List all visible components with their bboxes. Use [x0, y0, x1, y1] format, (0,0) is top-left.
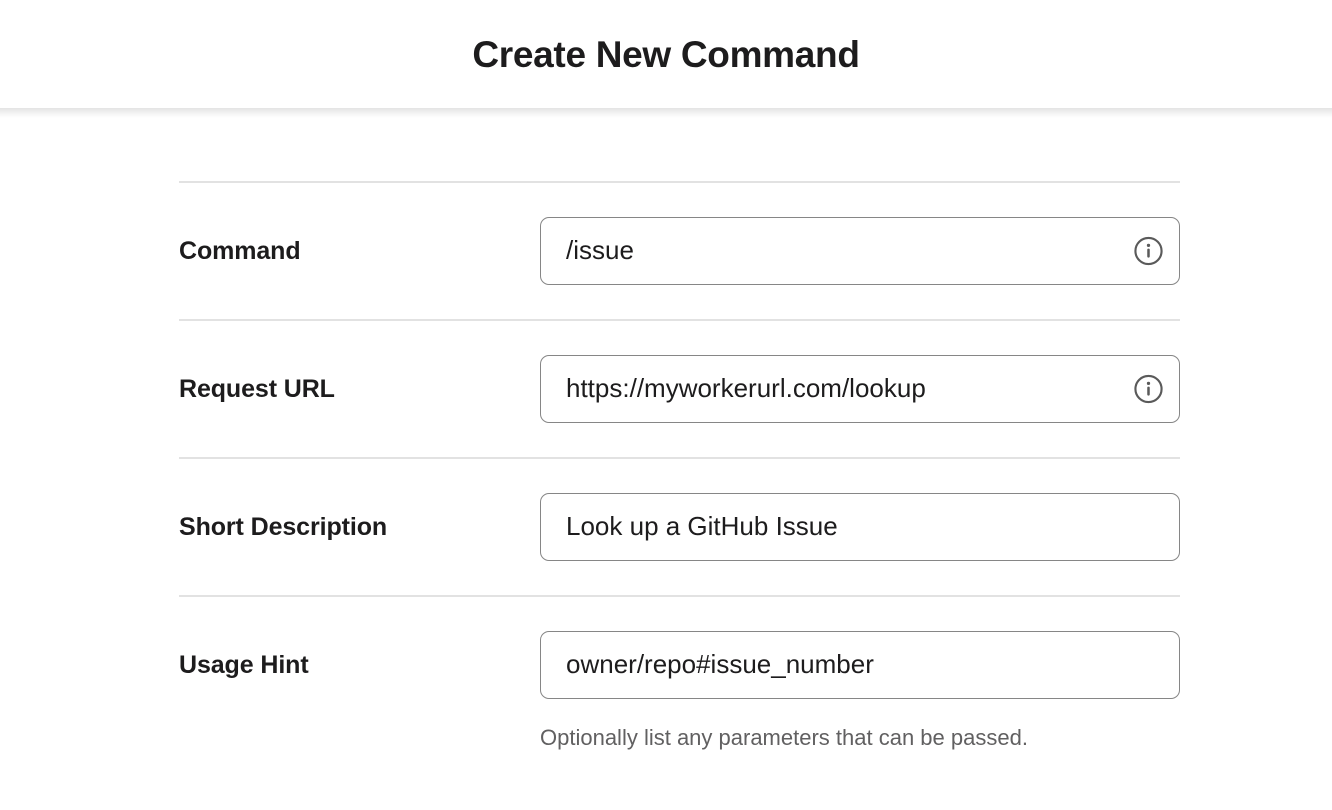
usage-hint-input-value: owner/repo#issue_number: [566, 649, 874, 680]
field-label-request-url: Request URL: [179, 375, 335, 403]
field-cell-short-description: Look up a GitHub Issue: [540, 493, 1180, 561]
command-input[interactable]: /issue: [540, 217, 1180, 285]
form-row-usage-hint: Usage Hint owner/repo#issue_number Optio…: [179, 597, 1180, 751]
page-title: Create New Command: [472, 33, 860, 75]
form-row-command: Command /issue: [179, 183, 1180, 319]
field-label-short-description: Short Description: [179, 513, 388, 541]
short-description-input-value: Look up a GitHub Issue: [566, 511, 838, 542]
label-cell-usage-hint: Usage Hint: [179, 631, 540, 699]
label-cell-request-url: Request URL: [179, 355, 540, 423]
info-icon[interactable]: [1133, 236, 1164, 267]
command-form: Command /issue Request URL: [0, 118, 1332, 751]
form-row-request-url: Request URL https://myworkerurl.com/look…: [179, 321, 1180, 457]
divider-after-command: [179, 319, 1180, 321]
field-label-command: Command: [179, 237, 301, 265]
usage-hint-input[interactable]: owner/repo#issue_number: [540, 631, 1180, 699]
page-header: Create New Command: [0, 0, 1332, 108]
label-cell-short-description: Short Description: [179, 493, 540, 561]
divider-top: [179, 181, 1180, 183]
field-label-usage-hint: Usage Hint: [179, 651, 309, 679]
field-cell-usage-hint: owner/repo#issue_number Optionally list …: [540, 631, 1180, 751]
info-icon[interactable]: [1133, 374, 1164, 405]
usage-hint-helper-text: Optionally list any parameters that can …: [540, 725, 1028, 750]
short-description-input[interactable]: Look up a GitHub Issue: [540, 493, 1180, 561]
command-input-value: /issue: [566, 235, 634, 266]
field-cell-command: /issue: [540, 217, 1180, 285]
field-cell-request-url: https://myworkerurl.com/lookup: [540, 355, 1180, 423]
label-cell-command: Command: [179, 217, 540, 285]
header-shadow-divider: [0, 108, 1332, 118]
request-url-input-value: https://myworkerurl.com/lookup: [566, 373, 926, 404]
divider-after-request-url: [179, 457, 1180, 459]
divider-after-short-description: [179, 595, 1180, 597]
request-url-input[interactable]: https://myworkerurl.com/lookup: [540, 355, 1180, 423]
form-row-short-description: Short Description Look up a GitHub Issue: [179, 459, 1180, 595]
